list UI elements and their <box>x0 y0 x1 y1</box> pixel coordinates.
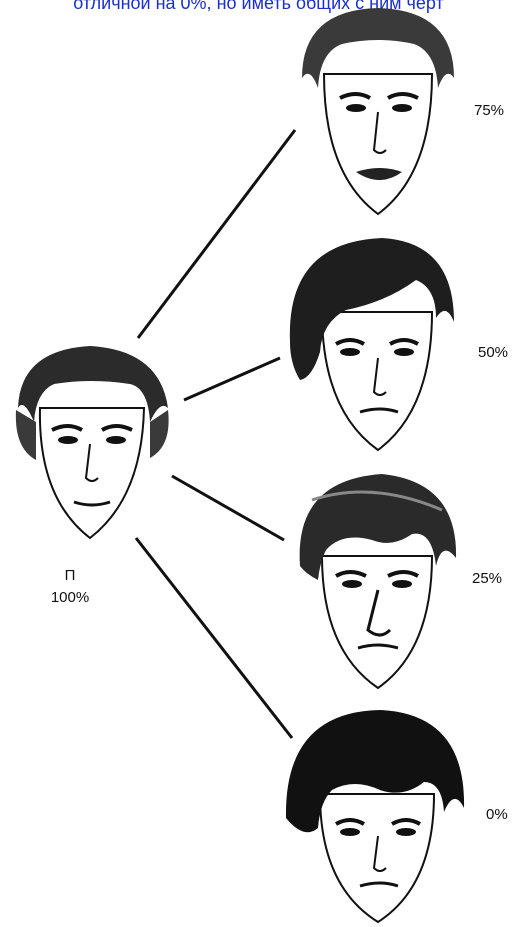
face-75-portrait <box>296 4 460 218</box>
face-0-portrait <box>284 708 468 926</box>
percent-label-75: 75% <box>474 102 504 119</box>
face-50-portrait <box>286 232 460 454</box>
percent-label-0: 0% <box>486 806 508 823</box>
source-letter-label: П <box>40 566 100 586</box>
face-25-portrait <box>292 470 462 692</box>
connector-to-0 <box>136 538 292 738</box>
percent-label-25: 25% <box>472 570 502 587</box>
source-percent-label: 100% <box>40 588 100 608</box>
connector-to-25 <box>172 476 284 540</box>
connector-to-50 <box>184 358 280 400</box>
connector-to-75 <box>138 130 295 338</box>
percent-label-50: 50% <box>478 344 508 361</box>
source-face-portrait <box>10 338 174 548</box>
